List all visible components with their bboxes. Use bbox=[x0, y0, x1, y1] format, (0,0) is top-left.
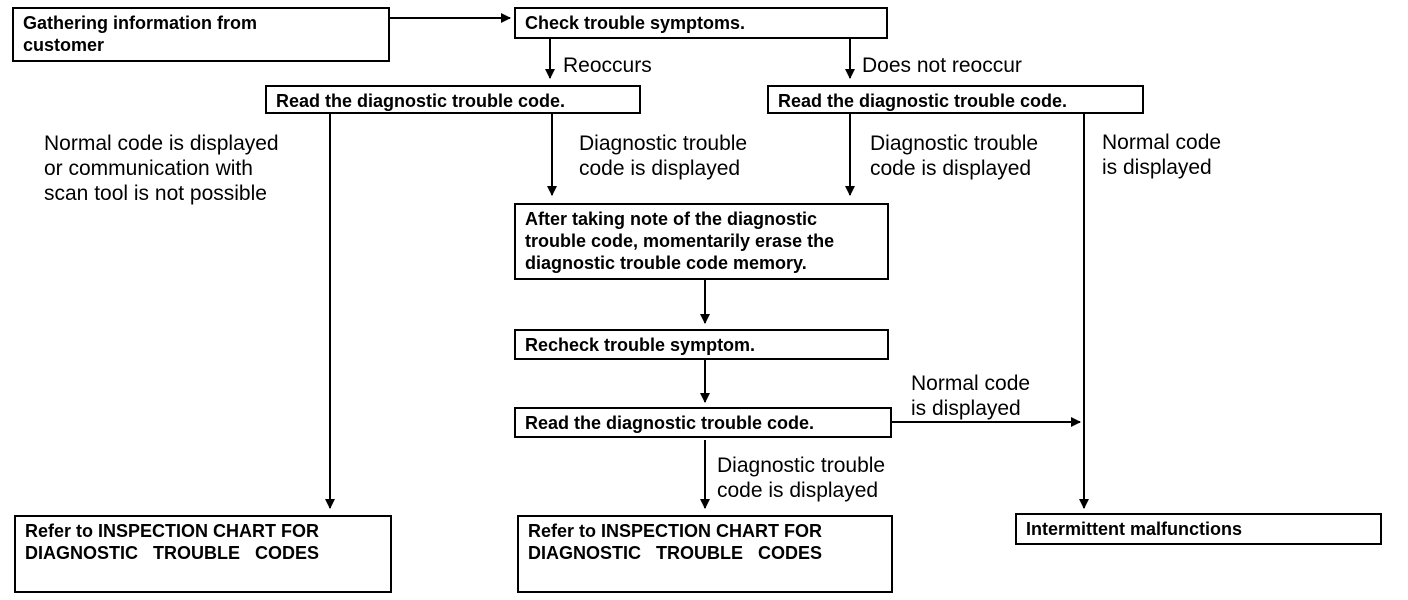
box-intermittent-malfunctions: Intermittent malfunctions bbox=[1015, 513, 1382, 545]
box-read-dtc-left: Read the diagnostic trouble code. bbox=[265, 85, 641, 114]
box-refer-inspection-chart-middle: Refer to INSPECTION CHART FOR DIAGNOSTIC… bbox=[517, 515, 893, 593]
box-read-dtc-bottom: Read the diagnostic trouble code. bbox=[514, 407, 892, 438]
label-normal-code-right: Normal code is displayed bbox=[1102, 131, 1222, 179]
label-normal-or-no-communication: Normal code is displayed or communicatio… bbox=[44, 132, 279, 205]
label-dtc-displayed-right: Diagnostic trouble code is displayed bbox=[870, 132, 1039, 180]
box-note-and-erase-dtc: After taking note of the diagnostic trou… bbox=[514, 203, 889, 280]
box-gather-information: Gathering information from customer bbox=[12, 7, 390, 62]
label-normal-code-bottom: Normal code is displayed bbox=[911, 372, 1031, 420]
box-refer-inspection-chart-left: Refer to INSPECTION CHART FOR DIAGNOSTIC… bbox=[14, 515, 392, 593]
box-recheck-trouble-symptom: Recheck trouble symptom. bbox=[514, 329, 889, 360]
label-reoccurs: Reoccurs bbox=[563, 54, 652, 77]
box-check-trouble-symptoms: Check trouble symptoms. bbox=[514, 7, 888, 39]
label-does-not-reoccur: Does not reoccur bbox=[862, 54, 1022, 77]
label-dtc-displayed-left: Diagnostic trouble code is displayed bbox=[579, 132, 748, 180]
box-read-dtc-right: Read the diagnostic trouble code. bbox=[767, 85, 1144, 114]
label-dtc-displayed-bottom: Diagnostic trouble code is displayed bbox=[717, 454, 886, 502]
